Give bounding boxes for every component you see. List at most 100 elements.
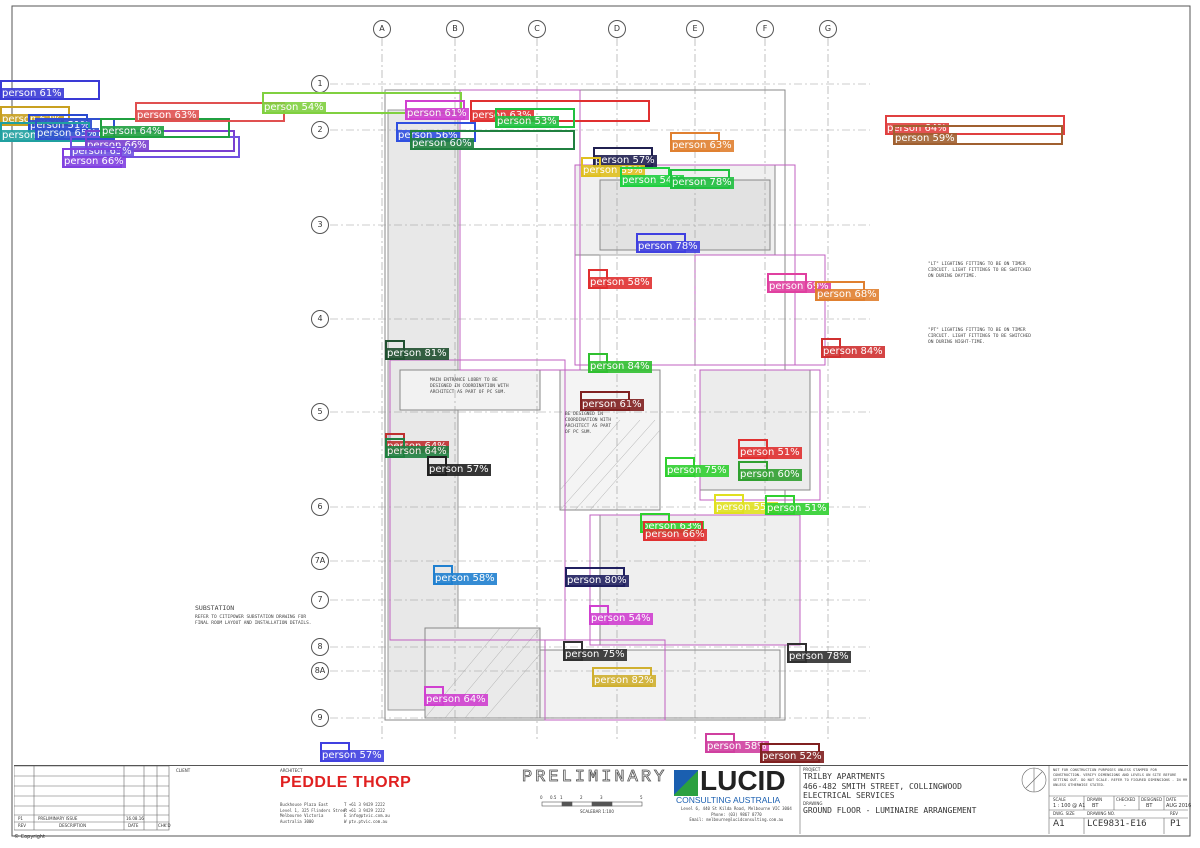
grid-bubble-col: C — [528, 20, 546, 38]
detection-label: person 57% — [320, 750, 384, 762]
drawn-header: DRAWN — [1087, 797, 1103, 802]
detection-label: person 63% — [135, 110, 199, 122]
rev-header-desc: DESCRIPTION — [59, 823, 87, 828]
rev-row-rev: P1 — [18, 816, 23, 821]
detection-label: person 68% — [815, 289, 879, 301]
scale-tick-label: 2 — [580, 795, 583, 800]
detection-label: person 66% — [62, 156, 126, 168]
rev-header-chk: CHK'D — [158, 823, 171, 828]
consultant-sub: CONSULTING AUSTRALIA — [676, 795, 781, 805]
detection-label: person 75% — [665, 465, 729, 477]
detection-label: person 52% — [760, 751, 824, 763]
grid-bubble-row: 2 — [311, 121, 329, 139]
detection-label: person 64% — [100, 126, 164, 138]
detection-label: person 78% — [670, 177, 734, 189]
detection-label: person 64% — [385, 446, 449, 458]
grid-bubble-row: 7A — [311, 552, 329, 570]
grid-bubble-col: D — [608, 20, 626, 38]
grid-bubble-row: 5 — [311, 403, 329, 421]
detection-label: person 80% — [565, 575, 629, 587]
detection-label: person 81% — [385, 348, 449, 360]
detection-label: person 58% — [705, 741, 769, 753]
detection-label: person 59% — [893, 133, 957, 145]
scale-bar-label: SCALEBAR 1:100 — [580, 809, 614, 814]
drawing-title: GROUND FLOOR - LUMINAIRE ARRANGEMENT — [803, 806, 977, 815]
detection-label: person 60% — [738, 469, 802, 481]
sheet-border — [11, 5, 1191, 837]
detection-label: person 58% — [588, 277, 652, 289]
architect-name: PEDDLE THORP — [280, 774, 412, 791]
detection-label: person 78% — [636, 241, 700, 253]
project-label: PROJECT — [803, 767, 821, 772]
title-block-frame — [14, 766, 1188, 834]
detection-label: person 54% — [262, 102, 326, 114]
date-header: DATE — [1166, 797, 1177, 802]
grid-bubble-col: F — [756, 20, 774, 38]
grid-lines — [330, 38, 870, 740]
project-title: TRILBY APARTMENTS 466-482 SMITH STREET, … — [803, 772, 962, 800]
rev-header-rev: REV — [18, 823, 27, 828]
scale-value: 1 : 100 @ A1 — [1053, 803, 1086, 809]
rev-row-date: 16.08.16 — [126, 816, 144, 821]
main-entrance-note: MAIN ENTRANCE LOBBY TO BE DESIGNED IN CO… — [430, 378, 509, 395]
scale-tick-label: 0 — [540, 795, 543, 800]
client-label: CLIENT — [176, 768, 191, 773]
detection-label: person 84% — [588, 361, 652, 373]
dwg-size-value: A1 — [1053, 819, 1065, 829]
designed-value: BT — [1146, 803, 1153, 809]
grid-bubble-row: 8 — [311, 638, 329, 656]
detection-label: person 53% — [495, 116, 559, 128]
scale-header: SCALE — [1053, 797, 1066, 802]
detection-label: person 60% — [410, 138, 474, 150]
grid-bubble-col: E — [686, 20, 704, 38]
disclaimer: NOT FOR CONSTRUCTION PURPOSES UNLESS STA… — [1053, 768, 1188, 787]
architect-label: ARCHITECT — [280, 768, 303, 773]
date-value: AUG 2016 — [1166, 803, 1192, 809]
dwg-size-header: DWG. SIZE — [1053, 811, 1075, 816]
note-timer-day: "LT" LIGHTING FITTING TO BE ON TIMER CIR… — [928, 262, 1031, 279]
detection-label: person 51% — [738, 447, 802, 459]
checked-header: CHECKED — [1116, 797, 1136, 802]
detection-label: person 66% — [643, 529, 707, 541]
preliminary-stamp: PRELIMINARY — [522, 768, 668, 788]
architect-contact: T +61 3 9429 2222 F +61 3 9429 2222 E in… — [344, 802, 390, 824]
building-walls — [384, 89, 811, 721]
architect-address: Buckhouse Plaza East Level 1, 325 Flinde… — [280, 802, 348, 824]
scale-tick-label: 5 — [640, 795, 643, 800]
designed-header: DESIGNED — [1141, 797, 1163, 802]
detection-label: person 58% — [433, 573, 497, 585]
grid-bubble-row: 4 — [311, 310, 329, 328]
drawing-label: DRAWING — [803, 801, 823, 806]
grid-bubble-row: 3 — [311, 216, 329, 234]
grid-bubble-row: 6 — [311, 498, 329, 516]
scale-tick-label: 3 — [600, 795, 603, 800]
drawn-value: BT — [1092, 803, 1099, 809]
detection-label: person 55% — [714, 502, 778, 514]
detection-label: person 54% — [589, 613, 653, 625]
copyright: © Copyright — [14, 834, 46, 840]
grid-bubble-col: B — [446, 20, 464, 38]
lucid-logo-mark — [674, 770, 698, 796]
grid-bubble-row: 9 — [311, 709, 329, 727]
detection-label: person 78% — [787, 651, 851, 663]
detection-label: person 69% — [767, 281, 831, 293]
scale-tick-label: 1 — [560, 795, 563, 800]
rev-header: REV — [1170, 811, 1179, 816]
lobby-note: BE DESIGNED IN COORDINATION WITH ARCHITE… — [565, 412, 612, 435]
detection-label: person 61% — [405, 108, 469, 120]
substation-body: REFER TO CITIPOWER SUBSTATION DRAWING FO… — [195, 615, 312, 626]
scale-tick-label: 0.5 — [550, 795, 557, 800]
scale-bar-graphic — [541, 801, 643, 807]
detection-label: person 51% — [765, 503, 829, 515]
detection-label: person 63% — [670, 140, 734, 152]
drawing-no-value: LCE9831-E16 — [1087, 819, 1147, 829]
detection-label: person 57% — [593, 155, 657, 167]
grid-bubble-col: G — [819, 20, 837, 38]
detection-label: person 82% — [592, 675, 656, 687]
note-timer-night: "PT" LIGHTING FITTING TO BE ON TIMER CIR… — [928, 328, 1031, 345]
drawing-no-header: DRAWING NO. — [1087, 811, 1115, 816]
detection-label: person 84% — [821, 346, 885, 358]
